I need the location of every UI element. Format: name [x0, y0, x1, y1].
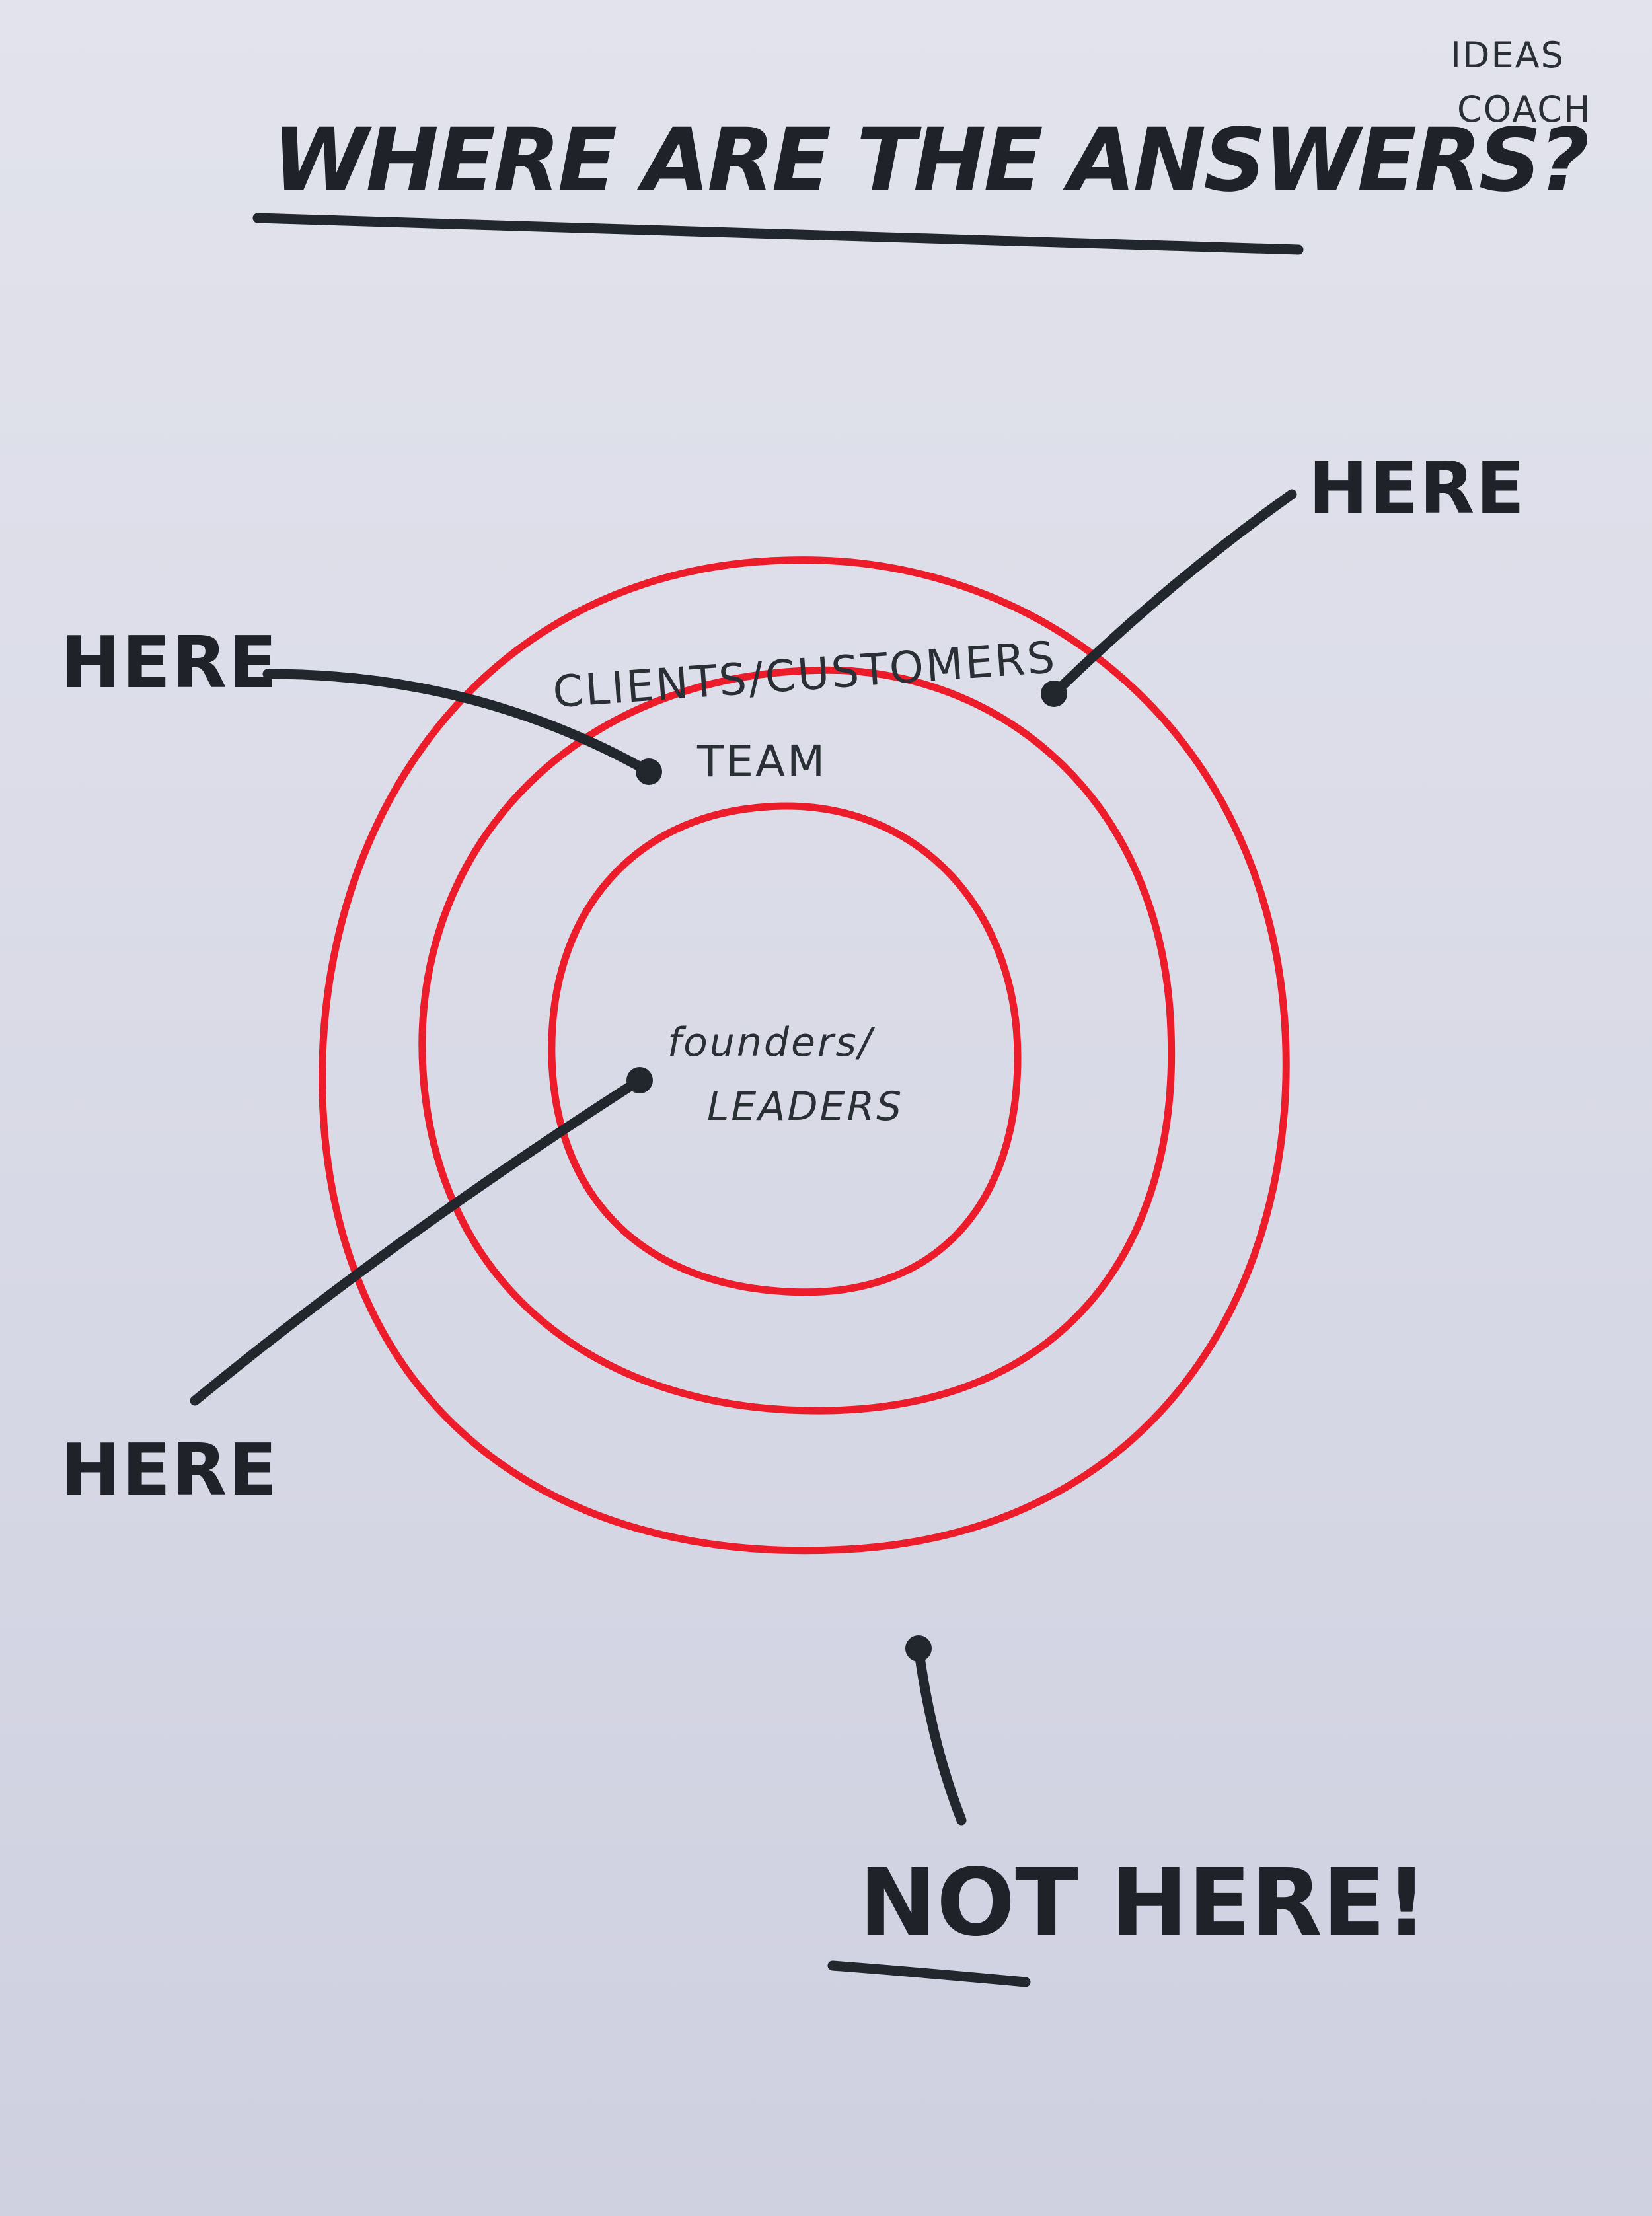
pointer-dot-team [636, 758, 662, 785]
pointer-line-clients [1049, 489, 1297, 699]
pointer-dot-outside [905, 1635, 932, 1662]
inner-ring-label-2: LEADERS [707, 1084, 903, 1130]
inner-ring-label-1: founders/ [667, 1019, 876, 1066]
pointer-dot-clients [1041, 681, 1067, 707]
pointer-line-outside [913, 1643, 967, 1826]
title-underline [252, 213, 1304, 255]
pointer-line-team [262, 669, 654, 777]
label-here-bottom-left: HERE [61, 1429, 278, 1512]
brand-line-2: COACH [1457, 89, 1592, 130]
middle-ring-label: TEAM [696, 736, 827, 787]
outer-ring-clients [319, 556, 1290, 1555]
brand-line-1: IDEAS [1450, 34, 1565, 76]
inner-ring-founders [548, 802, 1022, 1296]
not-underline [827, 1960, 1031, 1987]
label-not-here: NOT HERE! [859, 1849, 1428, 1957]
pointer-line-founders [190, 1075, 645, 1406]
pointer-dot-founders [626, 1067, 653, 1093]
page-title: WHERE ARE THE ANSWERS? [272, 110, 1588, 211]
label-here-top-right: HERE [1308, 447, 1526, 530]
label-here-left: HERE [61, 622, 278, 704]
middle-ring-team [418, 666, 1176, 1415]
